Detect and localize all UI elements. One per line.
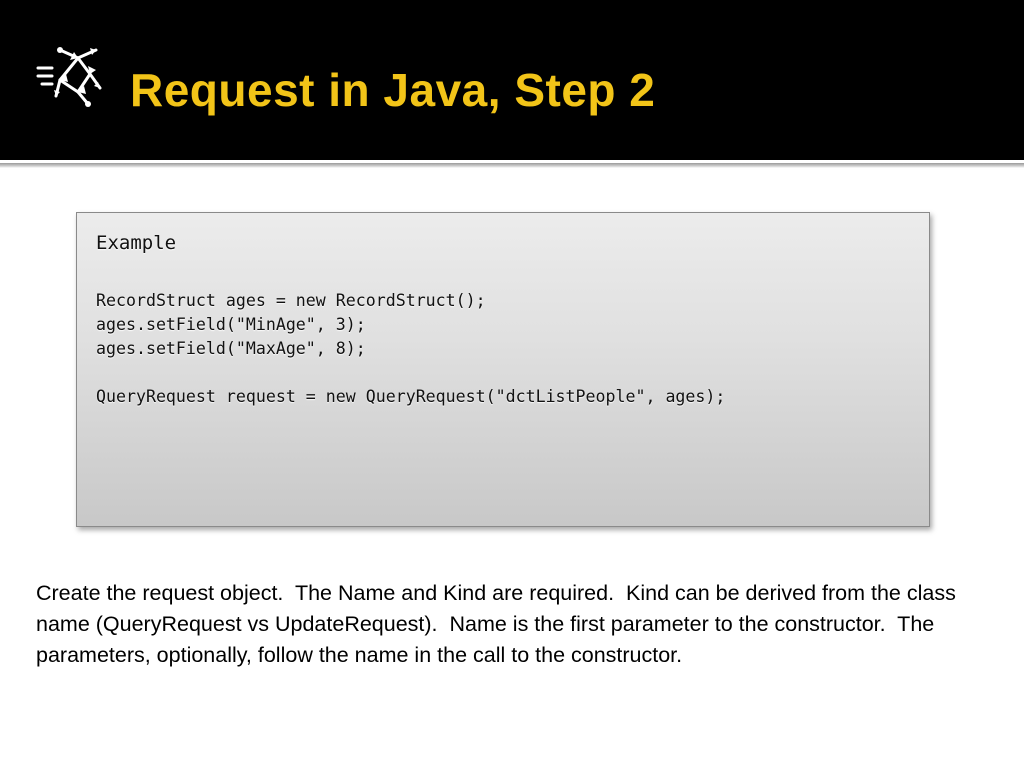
code-line-blank: [96, 361, 725, 385]
title-bar: Request in Java, Step 2: [0, 0, 1024, 160]
code-example-box: Example RecordStruct ages = new RecordSt…: [76, 212, 930, 527]
code-line: RecordStruct ages = new RecordStruct();: [96, 291, 486, 310]
code-lines: RecordStruct ages = new RecordStruct(); …: [96, 289, 725, 409]
code-line: ages.setField("MinAge", 3);: [96, 315, 366, 334]
title-divider: [0, 160, 1024, 168]
description-paragraph: Create the request object. The Name and …: [36, 581, 962, 667]
code-example-heading: Example: [96, 232, 177, 254]
code-line: ages.setField("MaxAge", 8);: [96, 339, 366, 358]
code-line: QueryRequest request = new QueryRequest(…: [96, 387, 726, 406]
network-arrows-icon: [36, 47, 102, 107]
page-title: Request in Java, Step 2: [130, 64, 656, 116]
